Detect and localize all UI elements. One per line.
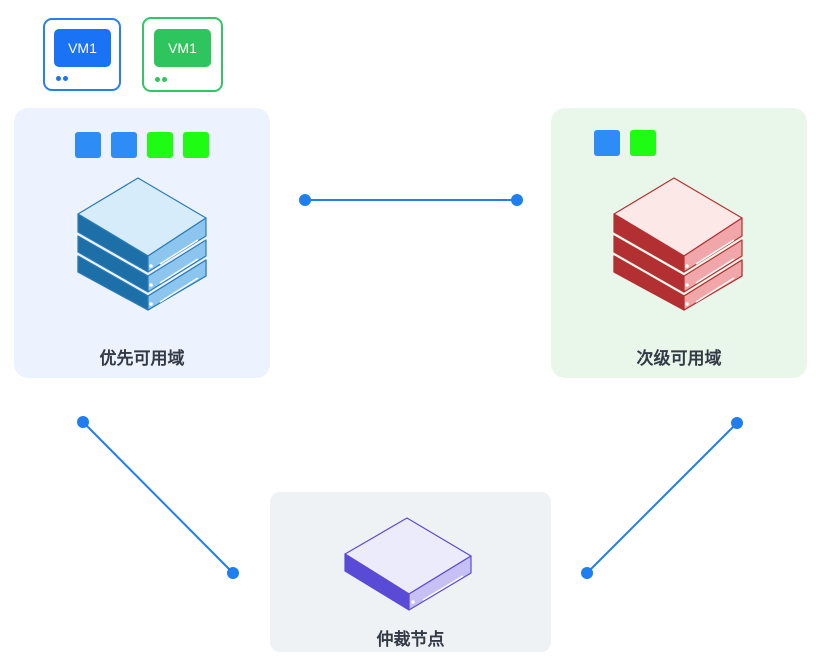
status-dot xyxy=(162,77,167,82)
vm-block-green xyxy=(183,132,209,158)
link-endpoint xyxy=(731,417,743,429)
vm-block-blue xyxy=(594,130,620,156)
primary-zone-title: 优先可用域 xyxy=(99,349,185,369)
secondary-zone-title: 次级可用域 xyxy=(636,349,722,369)
link-endpoint xyxy=(511,194,523,206)
link-primary-arbiter xyxy=(82,421,234,574)
link-endpoint xyxy=(299,194,311,206)
status-dot xyxy=(56,76,61,81)
vm-block-green xyxy=(630,130,656,156)
server-icon xyxy=(344,517,472,611)
vm-block-green xyxy=(147,132,173,158)
vm-block-blue xyxy=(75,132,101,158)
vm-block-blue xyxy=(111,132,137,158)
vm-card-blue[interactable]: VM1 xyxy=(43,18,121,91)
link-endpoint xyxy=(227,567,239,579)
server-stack-icon xyxy=(77,177,207,311)
server-stack-icon xyxy=(613,177,743,311)
vm-card-green[interactable]: VM1 xyxy=(142,17,223,92)
status-dot xyxy=(155,77,160,82)
status-dot xyxy=(63,76,68,81)
link-endpoint xyxy=(77,416,89,428)
vm-label: VM1 xyxy=(154,29,211,67)
link-secondary-arbiter xyxy=(586,422,738,574)
vm-label: VM1 xyxy=(54,29,111,67)
arbiter-zone-title: 仲裁节点 xyxy=(376,630,445,650)
link-endpoint xyxy=(581,567,593,579)
